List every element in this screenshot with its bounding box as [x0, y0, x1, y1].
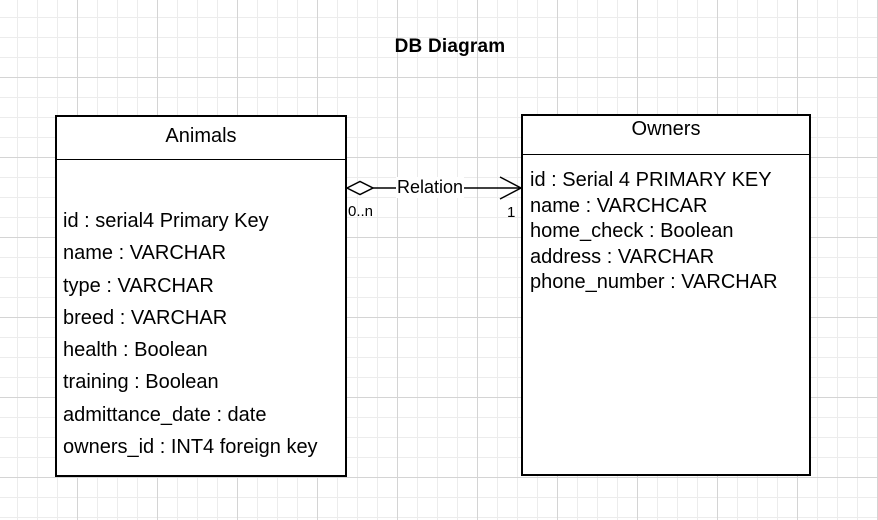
animals-attribute: breed : VARCHAR: [63, 306, 228, 329]
owners-entity[interactable]: Owners id : Serial 4 PRIMARY KEY name : …: [521, 114, 811, 476]
animals-attribute: owners_id : INT4 foreign key: [63, 436, 318, 459]
animals-attribute: id : serial4 Primary Key: [63, 210, 269, 232]
animals-attribute: admittance_date : date: [63, 403, 267, 426]
animals-attribute-list: id : serial4 Primary Key name : VARCHAR …: [63, 205, 318, 463]
owners-attribute-list: id : Serial 4 PRIMARY KEY name : VARCHCA…: [530, 168, 778, 296]
owners-attribute: home_check : Boolean: [530, 220, 734, 242]
owners-attribute: name : VARCHCAR: [530, 194, 708, 217]
animals-header-divider: [57, 159, 345, 160]
animals-attribute: health : Boolean: [63, 339, 208, 362]
diagram-title: DB Diagram: [394, 36, 506, 57]
source-multiplicity: 0..n: [348, 203, 374, 220]
aggregation-diamond-icon: [345, 180, 375, 196]
owners-header-divider: [523, 154, 809, 155]
relation-label: Relation: [396, 177, 465, 198]
animals-attribute: type : VARCHAR: [63, 274, 214, 297]
owners-attribute: id : Serial 4 PRIMARY KEY: [530, 169, 772, 191]
open-arrow-icon: [499, 176, 523, 200]
animals-attribute: name : VARCHAR: [63, 242, 227, 265]
owners-attribute: address : VARCHAR: [530, 245, 715, 268]
owners-entity-name: Owners: [631, 118, 701, 140]
animals-attribute: training : Boolean: [63, 371, 219, 394]
animals-entity[interactable]: Animals id : serial4 Primary Key name : …: [55, 115, 347, 477]
target-multiplicity: 1: [507, 204, 516, 221]
owners-attribute: phone_number : VARCHAR: [530, 271, 778, 293]
animals-entity-name: Animals: [165, 125, 237, 147]
